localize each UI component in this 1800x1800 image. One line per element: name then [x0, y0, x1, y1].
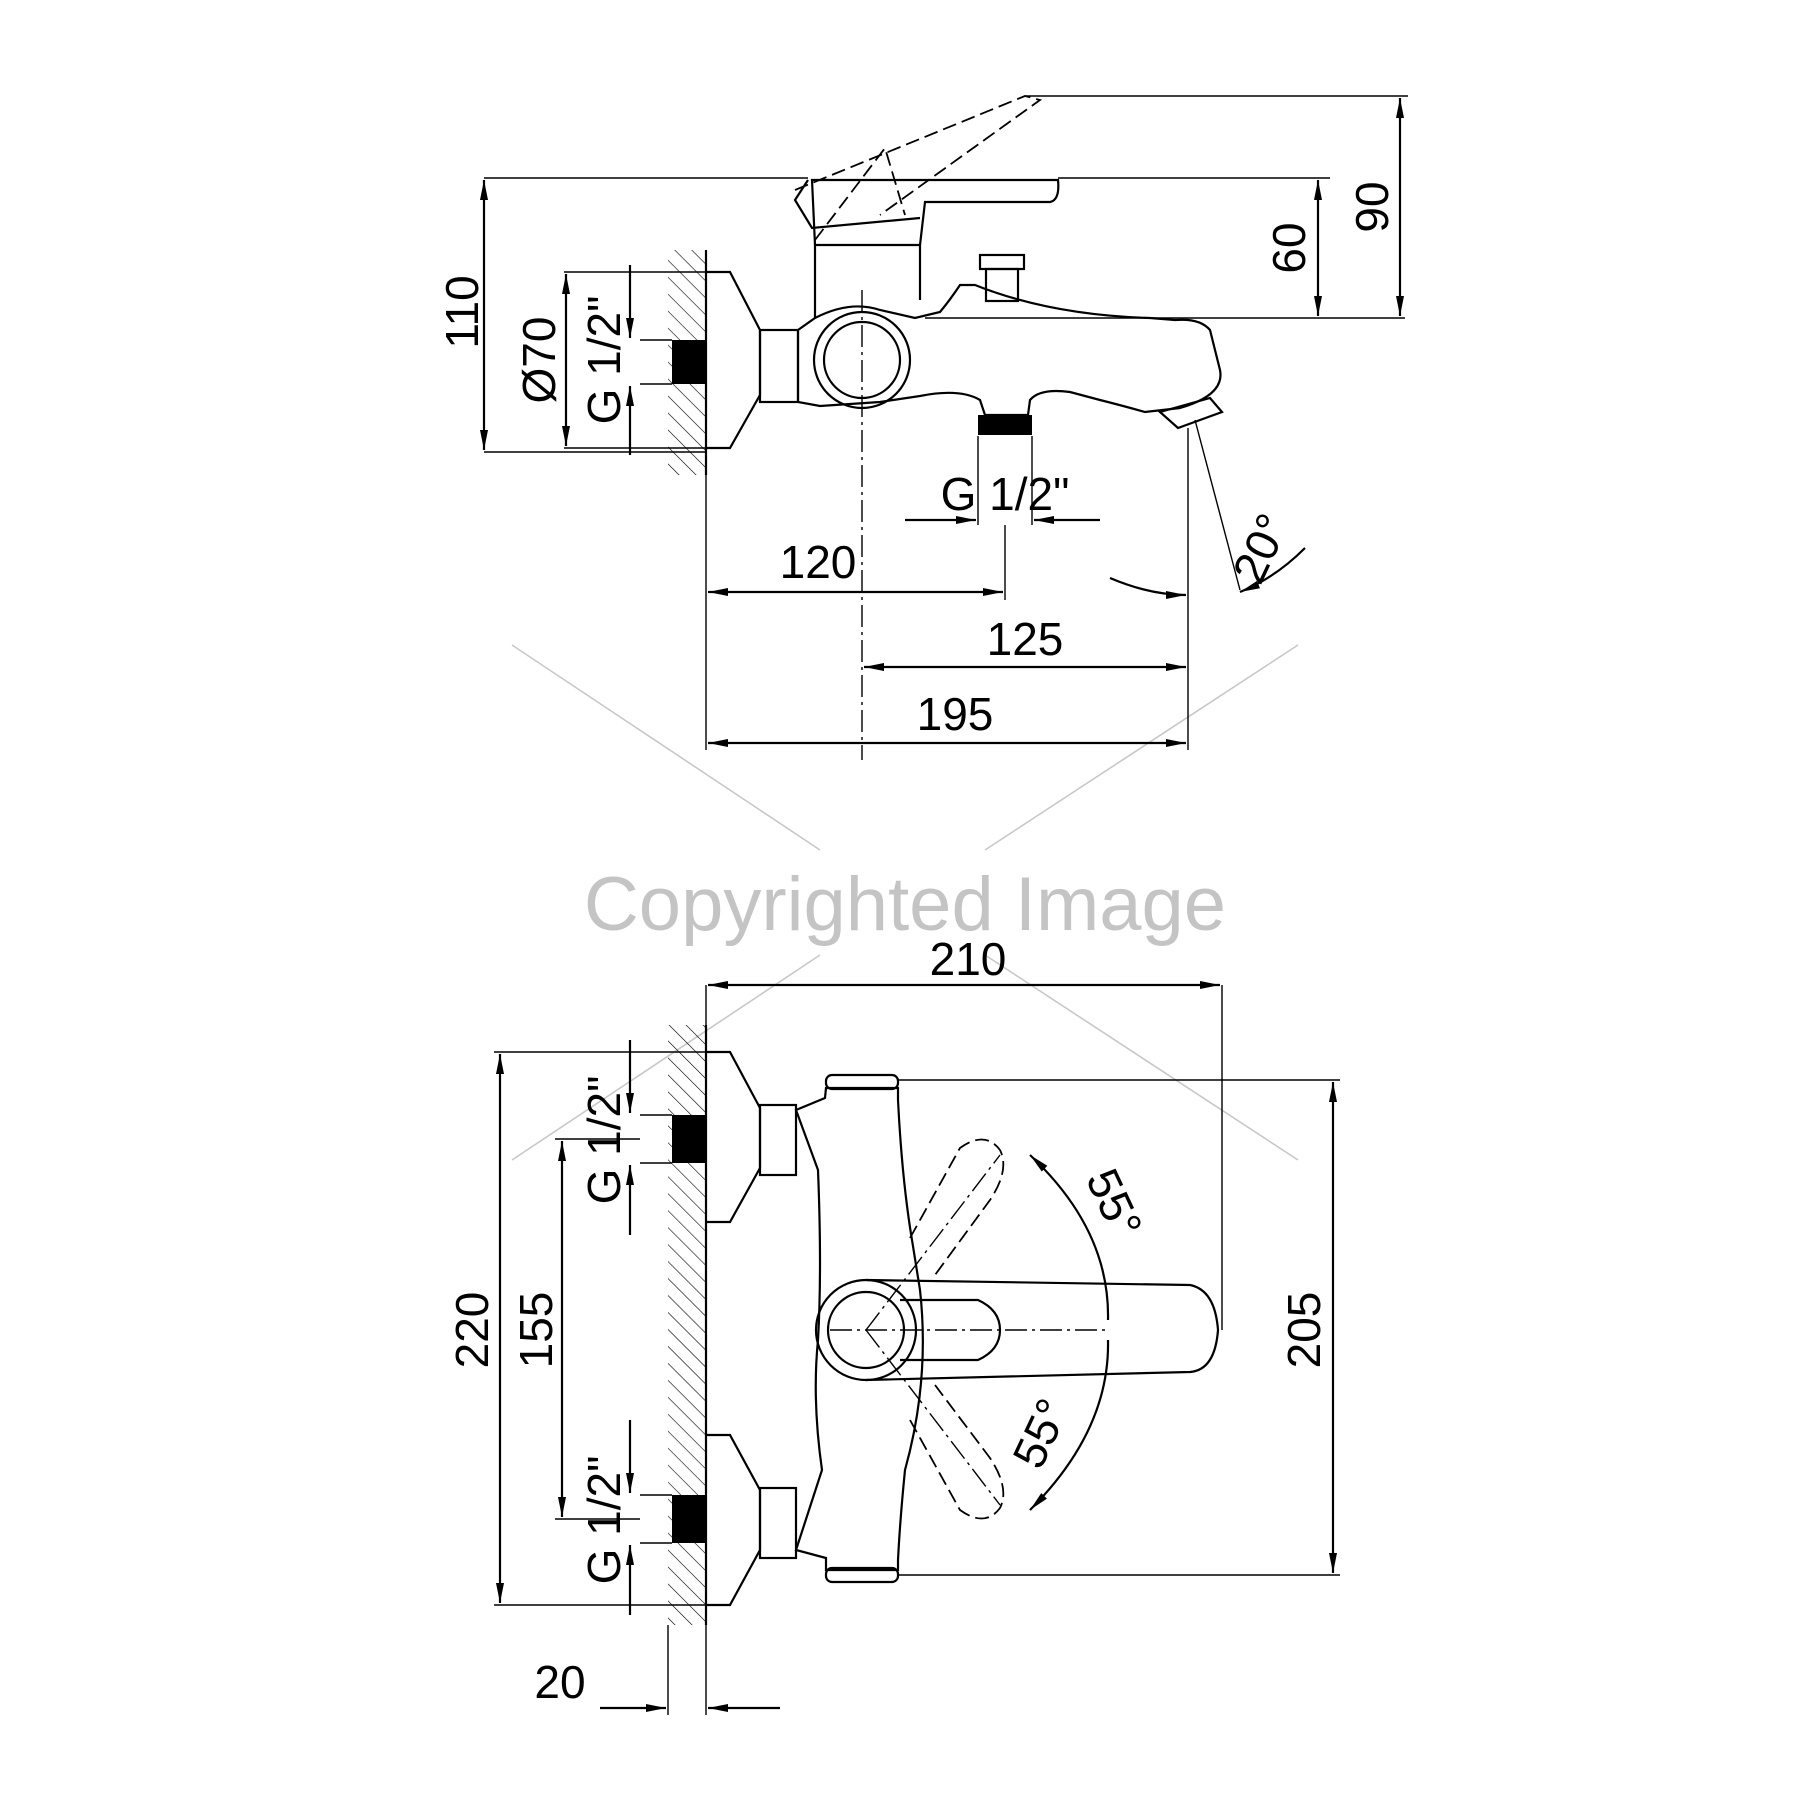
- dim-210: 210: [930, 933, 1007, 985]
- watermark: Copyrighted Image: [511, 644, 1299, 1161]
- escutcheon: [706, 270, 762, 450]
- dim-120: 120: [780, 536, 857, 588]
- dim-195: 195: [917, 688, 994, 740]
- diverter-knob: [978, 253, 1026, 271]
- dim-205: 205: [1278, 1292, 1330, 1369]
- watermark-line: [511, 644, 821, 851]
- dim-90: 90: [1346, 181, 1398, 232]
- lever-rotated-down: [909, 1384, 1005, 1520]
- watermark-line: [511, 954, 821, 1161]
- aerator: [1157, 396, 1224, 430]
- thread-inlet: [672, 340, 706, 384]
- dim-angle-20: 20°: [1222, 506, 1299, 591]
- diverter-stem: [984, 267, 1020, 303]
- watermark-line: [984, 644, 1299, 851]
- mixer-body: [794, 1086, 924, 1572]
- escutcheon-upper: [706, 1050, 762, 1224]
- lever-open-outline: [794, 95, 1043, 216]
- dim-60: 60: [1263, 222, 1315, 273]
- watermark-line: [984, 954, 1299, 1161]
- cap-top: [824, 1073, 900, 1091]
- dim-125: 125: [987, 613, 1064, 665]
- dim-arc-55-upper: [1029, 1154, 1110, 1321]
- lever-open-outline: [814, 146, 906, 241]
- dim-angle-55-upper: 55°: [1076, 1161, 1153, 1246]
- cartridge: [813, 243, 922, 318]
- thread-lower: [672, 1495, 706, 1543]
- lever-rotated-up: [909, 1138, 1005, 1276]
- dim-arc-20: [1239, 547, 1306, 594]
- dim-diameter-70: Ø70: [513, 317, 565, 404]
- dim-thread-left: G 1/2": [578, 296, 630, 425]
- bottom-thread: [978, 415, 1032, 435]
- center-line: [865, 1154, 1001, 1331]
- dim-thread-bottom: G 1/2": [941, 468, 1070, 520]
- dim-20: 20: [534, 1656, 585, 1708]
- dim-thread-bottom: G 1/2": [578, 1456, 630, 1585]
- mixer-body: [796, 283, 1222, 417]
- thread-upper: [672, 1115, 706, 1163]
- ext-line: [1194, 419, 1241, 591]
- connector-nut: [758, 328, 800, 404]
- watermark-text: Copyrighted Image: [584, 862, 1226, 947]
- front-view: 55° 55° 210 220 155 G 1/2" G 1/2" 205: [446, 933, 1340, 1715]
- escutcheon-lower: [706, 1433, 762, 1607]
- lever-front: [793, 179, 921, 230]
- center-line: [865, 1329, 1001, 1506]
- side-view: 110 Ø70 G 1/2" 60 90 G 1/2" 120 125: [436, 95, 1408, 760]
- dim-angle-55-lower: 55°: [1002, 1391, 1079, 1476]
- connector-nut-lower: [758, 1486, 798, 1560]
- dim-220: 220: [446, 1292, 498, 1369]
- dim-arc-20: [1109, 576, 1187, 599]
- dim-110: 110: [436, 275, 488, 348]
- dim-arc-55-lower: [1029, 1339, 1110, 1511]
- connector-nut-upper: [758, 1103, 798, 1177]
- dim-155: 155: [510, 1292, 562, 1369]
- lever-handle: [865, 1278, 1220, 1382]
- dim-thread-top: G 1/2": [578, 1076, 630, 1205]
- lever-body: [810, 178, 1060, 246]
